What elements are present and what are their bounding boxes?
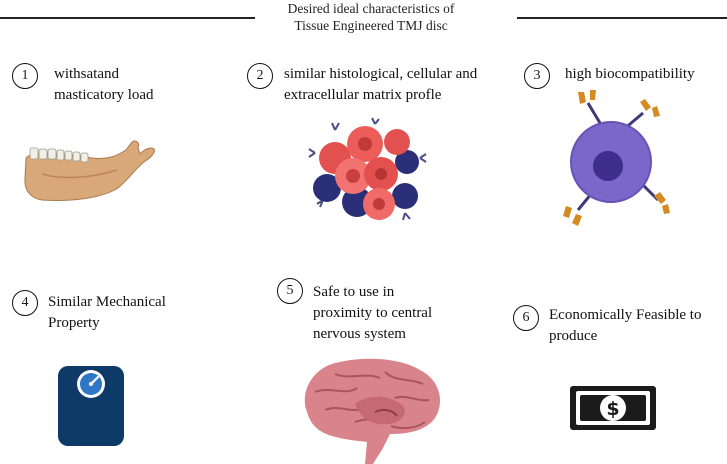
dollar-sign-icon: $ (606, 398, 619, 420)
item-2-label: similar histological, cellular and extra… (284, 64, 477, 106)
item-4-number-badge: 4 (12, 290, 38, 316)
item-1-line-2: masticatory load (54, 87, 154, 103)
brain-icon (304, 358, 440, 464)
diagram-title: Desired ideal characteristics of Tissue … (258, 0, 484, 34)
item-4-line-1: Similar Mechanical (48, 294, 166, 310)
title-line-1: Desired ideal characteristics of (287, 1, 455, 16)
item-1-number-badge: 1 (12, 63, 38, 89)
item-1-label: withsatand masticatory load (54, 64, 154, 106)
item-4-label: Similar Mechanical Property (48, 292, 166, 334)
jaw-bone-icon (24, 140, 155, 201)
title-line-2: Tissue Engineered TMJ disc (294, 18, 448, 33)
item-2-line-1: similar histological, cellular and (284, 66, 478, 82)
item-6-label: Economically Feasible to produce (549, 305, 701, 347)
antibody-cell-icon (563, 90, 670, 226)
item-3-number-badge: 3 (524, 63, 550, 89)
item-1-line-1: withsatand (54, 66, 119, 82)
item-5-label: Safe to use in proximity to central nerv… (313, 282, 432, 345)
cell-cluster-icon (308, 117, 427, 221)
item-6-number-badge: 6 (513, 305, 539, 331)
item-5-line-3: nervous system (313, 326, 406, 342)
item-2-line-2: extracellular matrix profle (284, 87, 442, 103)
item-3-line-1: high biocompatibility (565, 66, 695, 82)
item-5-number-badge: 5 (277, 278, 303, 304)
item-6-line-1: Economically Feasible to (549, 307, 702, 323)
item-5-line-1: Safe to use in (313, 284, 395, 300)
item-6-line-2: produce (549, 328, 598, 344)
banknote-icon: $ (570, 386, 656, 430)
weighing-scale-icon (58, 366, 124, 446)
item-4-line-2: Property (48, 315, 100, 331)
header-rule-left (0, 17, 255, 19)
item-5-line-2: proximity to central (313, 305, 433, 321)
item-2-number-badge: 2 (247, 63, 273, 89)
item-3-label: high biocompatibility (565, 64, 695, 85)
header-rule-right (517, 17, 727, 19)
